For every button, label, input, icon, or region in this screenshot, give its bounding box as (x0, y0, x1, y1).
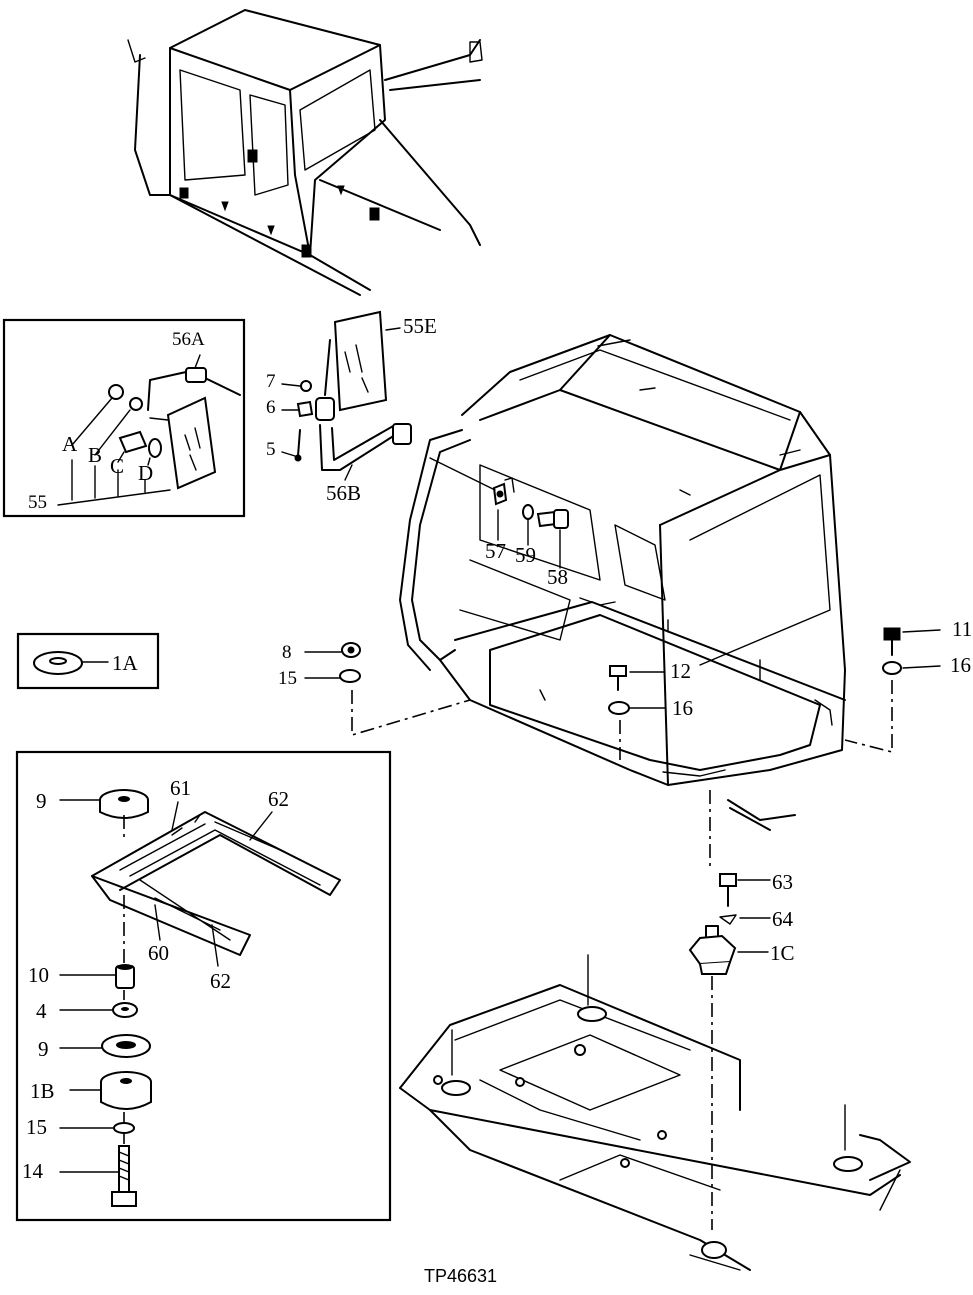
label-6: 6 (266, 397, 276, 418)
label-11: 11 (952, 617, 972, 641)
label-D: D (138, 461, 153, 485)
label-64: 64 (772, 907, 794, 931)
label-10: 10 (28, 963, 49, 987)
label-9-bottom: 9 (38, 1037, 49, 1061)
label-5: 5 (266, 439, 276, 460)
part-1A-box: 1A (16, 632, 160, 690)
label-7: 7 (266, 371, 276, 392)
label-14: 14 (22, 1159, 44, 1183)
part-1A-frame (16, 632, 160, 690)
label-15-lower: 15 (26, 1115, 47, 1139)
label-56B: 56B (326, 481, 361, 505)
label-62-top: 62 (268, 787, 289, 811)
label-12: 12 (670, 659, 691, 683)
label-1A: 1A (112, 651, 139, 675)
mirror-assembly-inset: 56A A B C D 55 (2, 318, 246, 518)
label-60: 60 (148, 941, 169, 965)
drawing-number: TP46631 (424, 1266, 497, 1286)
label-9-top: 9 (36, 789, 47, 813)
mirror-and-bracket-view: 55E 7 6 5 56B (266, 310, 437, 505)
bolt-washer-center: 12 16 (608, 659, 693, 760)
label-A: A (62, 432, 78, 456)
label-16-right: 16 (950, 653, 971, 677)
label-8: 8 (282, 642, 292, 663)
label-1C: 1C (770, 941, 795, 965)
label-55E: 55E (403, 314, 437, 338)
cab-main-view: 57 59 58 (399, 334, 846, 831)
label-16-center: 16 (672, 696, 693, 720)
label-4: 4 (36, 999, 47, 1023)
label-C: C (110, 454, 124, 478)
mount-inset-frame (15, 750, 392, 1222)
label-57: 57 (485, 539, 506, 563)
mount-stack-inset: 9 61 62 60 62 10 4 9 1B 15 (15, 750, 392, 1222)
label-B: B (88, 443, 102, 467)
cab-overview-view (127, 9, 483, 296)
label-58: 58 (547, 565, 568, 589)
label-61: 61 (170, 776, 191, 800)
label-15-upper: 15 (278, 668, 297, 689)
upper-frame-platform (399, 954, 911, 1271)
label-55: 55 (28, 492, 47, 513)
inset-frame (2, 318, 246, 518)
nut-washer-left: 8 15 (278, 642, 471, 737)
label-59: 59 (515, 543, 536, 567)
bolt-washer-right: 11 16 (844, 617, 972, 754)
label-62-bottom: 62 (210, 969, 231, 993)
label-56A: 56A (172, 329, 205, 350)
label-1B: 1B (30, 1079, 55, 1103)
mount-1C-stack: 63 64 1C (688, 790, 795, 1230)
label-63: 63 (772, 870, 793, 894)
